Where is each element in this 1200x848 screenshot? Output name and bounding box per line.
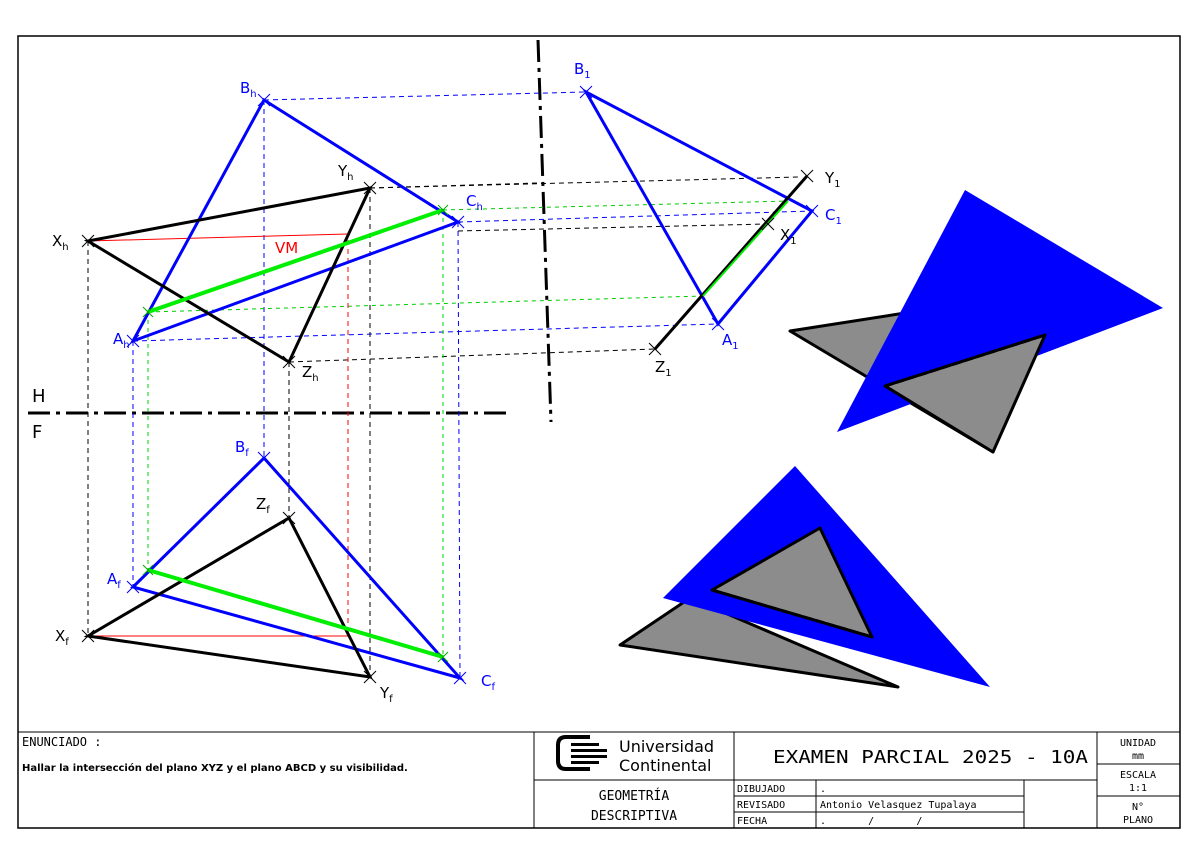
label-x-f: Xf bbox=[55, 627, 69, 648]
label-a-1: A1 bbox=[722, 331, 739, 352]
label-vm: VM bbox=[275, 239, 298, 257]
label-a-f: Af bbox=[107, 570, 121, 591]
university-logo-icon bbox=[556, 735, 607, 771]
horizontal-view bbox=[83, 97, 462, 365]
true-length-line-h bbox=[87, 233, 349, 242]
dibujado-value: . bbox=[820, 784, 826, 795]
university-name-line1: Universidad bbox=[619, 737, 714, 756]
label-b-h: Bh bbox=[240, 79, 257, 100]
label-c-f: Cf bbox=[481, 672, 495, 693]
label-h: H bbox=[32, 386, 46, 407]
gray-triangle-back-bottom bbox=[618, 596, 900, 689]
plane-xyz-top bbox=[83, 185, 373, 365]
auxiliary-view bbox=[582, 88, 815, 350]
revisado-label: REVISADO bbox=[737, 800, 785, 811]
label-b-1: B1 bbox=[574, 60, 591, 81]
label-y-1: Y1 bbox=[824, 169, 841, 190]
point-markers bbox=[81, 85, 819, 685]
projection-lines bbox=[87, 91, 813, 679]
gray-triangle-front-top bbox=[883, 333, 1047, 454]
intersection-line-top bbox=[147, 208, 444, 314]
title-block bbox=[18, 731, 1180, 828]
plano-label: N° bbox=[1132, 802, 1144, 813]
exam-title: EXAMEN PARCIAL 2025 - 10A bbox=[773, 747, 1088, 768]
label-c-1: C1 bbox=[825, 206, 842, 227]
label-y-f: Yf bbox=[379, 684, 393, 705]
solid-view-bottom bbox=[618, 466, 990, 689]
enunciado-label: ENUNCIADO : bbox=[22, 735, 101, 749]
university-name-line2: Continental bbox=[619, 756, 711, 775]
label-z-h: Zh bbox=[302, 363, 319, 384]
escala-label: ESCALA bbox=[1120, 770, 1156, 781]
course-name-line2: DESCRIPTIVA bbox=[591, 809, 677, 824]
intersection-line-front bbox=[147, 568, 444, 659]
fecha-label: FECHA bbox=[737, 816, 767, 827]
hidden-edge-bottom bbox=[711, 588, 873, 639]
label-y-h: Yh bbox=[337, 162, 354, 183]
plane-abc-aux bbox=[582, 88, 815, 327]
label-c-h: Ch bbox=[466, 192, 483, 213]
escala-value: 1:1 bbox=[1129, 783, 1147, 794]
dibujado-label: DIBUJADO bbox=[737, 784, 785, 795]
enunciado-text: Hallar la intersección del plano XYZ y e… bbox=[22, 762, 408, 774]
plane-xyz-front bbox=[83, 515, 373, 679]
course-name-line1: GEOMETRÍA bbox=[599, 788, 670, 804]
plane-xyz-edge-aux bbox=[653, 175, 809, 350]
gray-triangle-front-bottom bbox=[710, 526, 874, 639]
unidad-value: mm bbox=[1132, 751, 1144, 762]
plano-value: PLANO bbox=[1123, 815, 1153, 826]
label-z-1: Z1 bbox=[655, 358, 672, 379]
revisado-value: Antonio Velasquez Tupalaya bbox=[820, 800, 977, 811]
label-f: F bbox=[32, 422, 42, 443]
sheet-border bbox=[17, 35, 1181, 829]
intersection-line-aux bbox=[702, 200, 789, 297]
unidad-label: UNIDAD bbox=[1120, 738, 1156, 749]
blue-triangle-top bbox=[837, 190, 1163, 432]
label-b-f: Bf bbox=[235, 438, 249, 459]
fecha-value: . / / bbox=[820, 816, 922, 827]
title-block-text: ENUNCIADO : Hallar la intersección del p… bbox=[22, 735, 1156, 827]
hidden-edge-top bbox=[884, 333, 1046, 388]
label-z-f: Zf bbox=[256, 495, 270, 516]
label-x-h: Xh bbox=[52, 232, 69, 253]
frontal-view bbox=[83, 455, 465, 681]
solid-view-top bbox=[788, 190, 1163, 454]
point-labels: Bh Yh Ch Xh Ah Zh VM B1 Y1 C1 X1 A1 Z1 H… bbox=[32, 60, 842, 705]
label-a-h: Ah bbox=[113, 330, 130, 351]
label-x-1: X1 bbox=[780, 226, 797, 247]
fold-line-h-1 bbox=[536, 39, 553, 423]
plane-abc-front bbox=[130, 455, 465, 681]
